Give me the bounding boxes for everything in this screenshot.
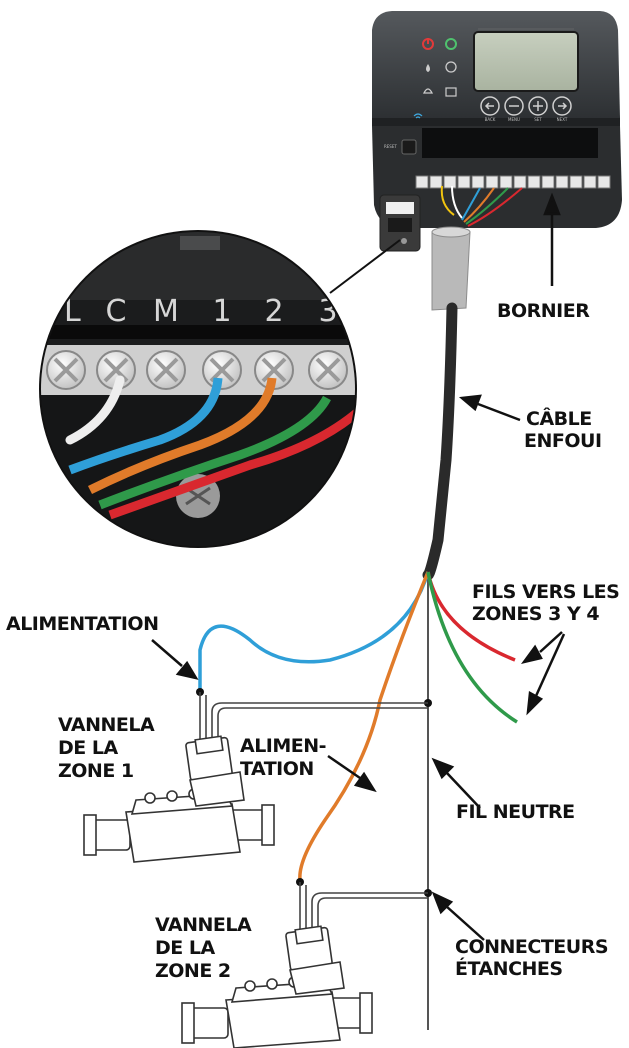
terminal-screw (499, 175, 513, 189)
terminal-label-2: 2 (264, 294, 283, 329)
terminal-screw (527, 175, 541, 189)
terminal-screw-zoom (254, 350, 294, 390)
zoom-pointer-line (329, 239, 401, 294)
terminal-screw-zoom (46, 350, 86, 390)
label-vannela-zone2-3: ZONE 2 (155, 960, 231, 982)
wifi-icon (413, 113, 423, 119)
nav-button-set-label: SET (534, 117, 542, 122)
terminal-screw (555, 175, 569, 189)
nav-button-set[interactable]: SET (528, 96, 548, 122)
terminal-screw (429, 175, 443, 189)
nav-button-menu[interactable]: MENU (504, 96, 524, 122)
label-fils-vers-2: ZONES 3 Y 4 (472, 603, 599, 625)
svg-text:L: L (64, 294, 81, 329)
reset-button[interactable] (401, 139, 417, 155)
reset-label: RESET (384, 144, 397, 149)
terminal-screw (471, 175, 485, 189)
water-drop-icon (426, 64, 430, 72)
nav-button-back[interactable]: BACK (480, 96, 500, 122)
label-vannela-zone2-1: VANNELA (155, 914, 252, 936)
orange-wire-zoom (87, 377, 277, 495)
conduit (431, 231, 471, 311)
lcd-screen (473, 31, 579, 92)
label-connecteurs-2: ÉTANCHES (455, 957, 563, 980)
label-bornier: BORNIER (497, 300, 590, 322)
blue-wire-zoom (68, 377, 223, 475)
terminal-label-c: C (106, 294, 127, 329)
play-icon (445, 38, 457, 50)
terminal-screw-zoom (308, 350, 348, 390)
irrigation-controller: BACK MENU SET NEXT RESET (372, 11, 622, 311)
green-wire-zone4 (426, 571, 518, 724)
nav-button-next[interactable]: NEXT (552, 96, 572, 122)
label-vannela-zone1-3: ZONE 1 (58, 760, 134, 782)
terminal-label-m: M (153, 294, 179, 329)
nav-button-menu-label: MENU (508, 117, 520, 122)
terminal-zoom-view: L C M 1 2 3 (39, 230, 357, 548)
label-alimentation-top: ALIMENTATION (6, 613, 158, 635)
clock-icon (445, 61, 457, 73)
terminal-screw (415, 175, 429, 189)
rain-icon (422, 88, 434, 94)
callout-arrows (151, 192, 566, 941)
terminal-screw (597, 175, 611, 189)
label-alimentation-mid-1: ALIMEN- (240, 735, 326, 757)
terminal-strip (415, 175, 611, 189)
orange-power-wire-zone2 (298, 571, 430, 881)
label-vannela-zone2-2: DE LA (155, 937, 215, 959)
terminal-screw (443, 175, 457, 189)
label-connecteurs-1: CONNECTEURS (455, 936, 608, 958)
calendar-icon (445, 87, 457, 97)
blue-power-wire-zone1 (198, 571, 430, 692)
terminal-screw (541, 175, 555, 189)
terminal-screw (513, 175, 527, 189)
neutral-wire-zone2 (311, 892, 428, 930)
label-vannela-zone1-1: VANNELA (58, 714, 155, 736)
white-wire-zoom (65, 375, 125, 445)
terminal-label-1: 1 (212, 294, 231, 329)
terminal-screw (485, 175, 499, 189)
buried-cable (422, 302, 458, 581)
label-cable-enfoui-2: ENFOUI (524, 430, 602, 452)
label-fils-vers-1: FILS VERS LES (472, 581, 619, 603)
red-wire-zoom (108, 406, 355, 520)
valve-zone-1 (83, 735, 275, 863)
terminal-screw (457, 175, 471, 189)
label-cable-enfoui-1: CÂBLE (526, 407, 592, 430)
label-fil-neutre: FIL NEUTRE (456, 801, 575, 823)
label-vannela-zone1-2: DE LA (58, 737, 118, 759)
green-wire-zoom (98, 395, 331, 510)
valve-zone-2 (181, 925, 373, 1048)
label-alimentation-mid-2: TATION (240, 758, 314, 780)
terminal-screw-zoom (202, 350, 242, 390)
terminal-screw (569, 175, 583, 189)
terminal-screw-zoom (146, 350, 186, 390)
nav-button-next-label: NEXT (557, 117, 568, 122)
neutral-wire-zone1 (211, 702, 428, 740)
nav-button-back-label: BACK (485, 117, 496, 122)
terminal-screw (583, 175, 597, 189)
